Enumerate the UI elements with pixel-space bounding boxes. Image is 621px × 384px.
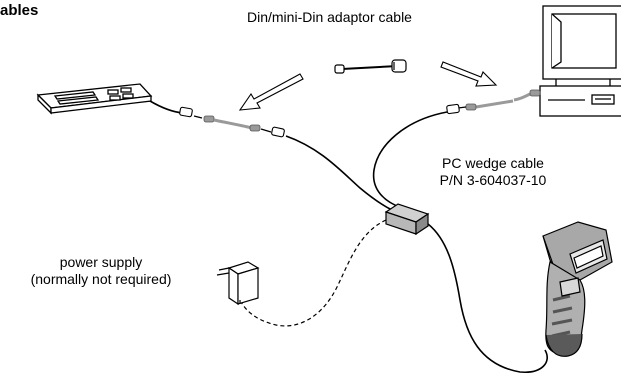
arrow-to-computer-icon bbox=[440, 61, 498, 87]
junction-box-illustration bbox=[384, 203, 430, 236]
wedge-cable-label: PC wedge cable P/N 3-604037-10 bbox=[418, 155, 568, 189]
arrow-to-keyboard-icon bbox=[238, 73, 304, 111]
wedge-cable-part-number: P/N 3-604037-10 bbox=[439, 172, 547, 188]
adaptor-cable-label: Din/mini-Din adaptor cable bbox=[247, 9, 412, 25]
computer-cable bbox=[372, 89, 541, 209]
title-fragment: ables bbox=[0, 2, 39, 19]
barcode-scanner-illustration bbox=[542, 221, 613, 357]
scanner-cable bbox=[427, 223, 548, 373]
keyboard-cable bbox=[149, 100, 393, 211]
computer-illustration bbox=[539, 5, 621, 117]
power-supply-label: power supply (normally not required) bbox=[16, 254, 186, 288]
power-supply-cable bbox=[239, 219, 387, 327]
power-adapter-illustration bbox=[216, 261, 260, 306]
wedge-cable-name: PC wedge cable bbox=[442, 155, 544, 171]
adaptor-cable-illustration bbox=[334, 59, 407, 74]
power-supply-note: (normally not required) bbox=[30, 271, 172, 287]
keyboard-illustration bbox=[36, 83, 153, 115]
power-supply-name: power supply bbox=[59, 254, 143, 270]
